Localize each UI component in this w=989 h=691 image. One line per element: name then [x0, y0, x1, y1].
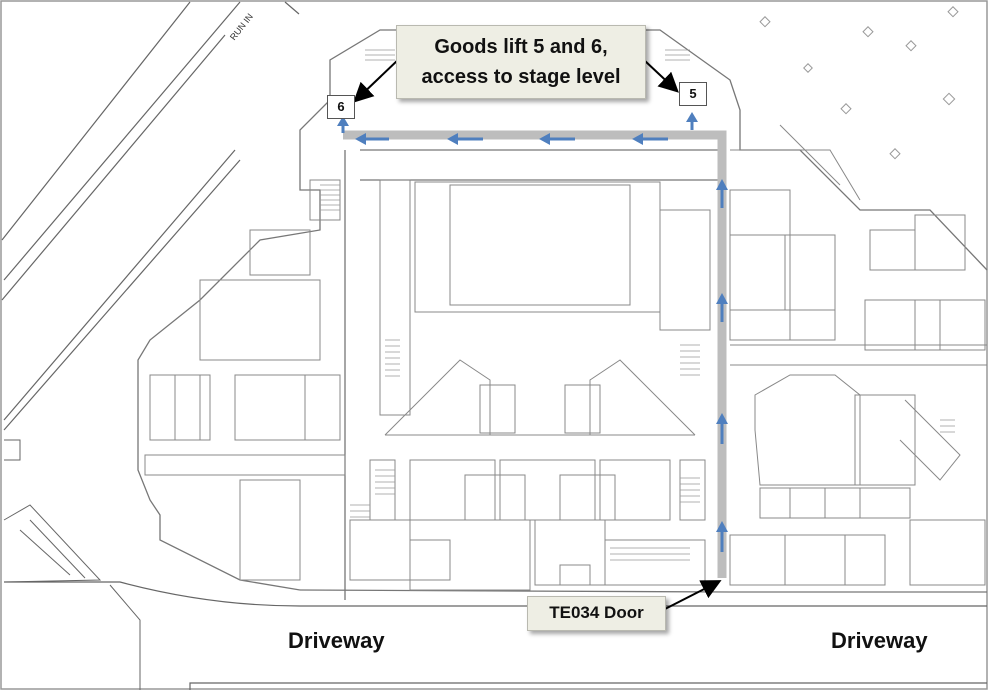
- pointer-arrow-icon: [662, 580, 722, 611]
- driveway-label-right: Driveway: [831, 628, 928, 653]
- arrow-left-icon: [447, 133, 483, 145]
- pointer-arrow-icon: [643, 59, 679, 93]
- plaza-markers: [759, 6, 959, 160]
- route-arrows: [337, 112, 728, 552]
- goods-lift-callout-line1: Goods lift 5 and 6,: [434, 36, 608, 58]
- run-in-ramp: [1, 1, 300, 431]
- pointer-arrow-icon: [353, 57, 401, 103]
- arrow-left-icon: [355, 133, 389, 145]
- arrow-left-icon: [632, 133, 668, 145]
- arrow-up-icon: [716, 413, 728, 444]
- lift-6-label: 6: [327, 95, 355, 119]
- stairs: [320, 49, 955, 561]
- goods-lift-callout-line2: access to stage level: [421, 66, 621, 88]
- arrow-up-icon: [716, 293, 728, 322]
- arrow-left-icon: [539, 133, 575, 145]
- driveway-label-left: Driveway: [288, 628, 385, 653]
- door-callout: TE034 Door: [527, 596, 666, 631]
- goods-lift-callout: Goods lift 5 and 6, access to stage leve…: [396, 25, 646, 99]
- arrow-up-icon: [716, 521, 728, 552]
- pointer-arrows: [353, 57, 722, 611]
- arrow-up-icon: [686, 112, 698, 130]
- right-rooms: [729, 124, 987, 586]
- lift-5-label: 5: [679, 82, 707, 106]
- left-structure: [3, 439, 141, 690]
- arrow-up-icon: [337, 116, 349, 133]
- interior-rooms: [144, 179, 711, 591]
- building-outline: [137, 29, 988, 600]
- driveway-lines: [4, 581, 987, 690]
- arrow-up-icon: [716, 179, 728, 208]
